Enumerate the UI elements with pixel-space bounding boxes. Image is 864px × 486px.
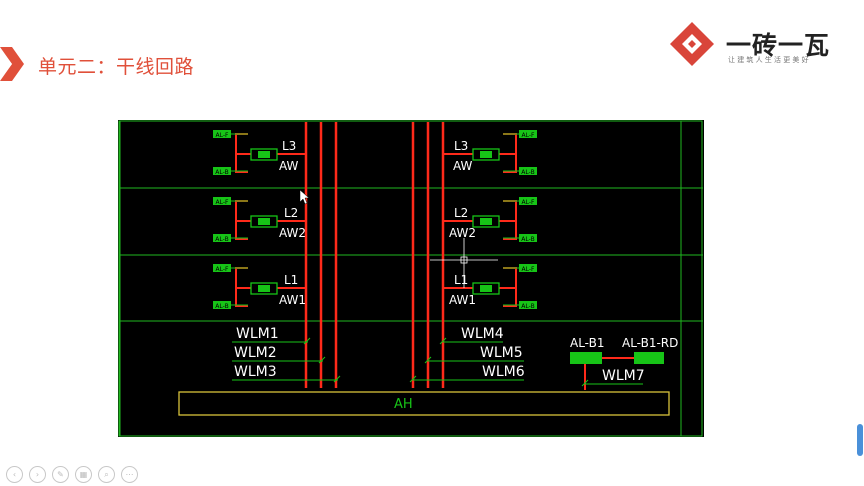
distribution-box-label: AL-F bbox=[522, 199, 536, 206]
brand-logo-text: 一砖一瓦 bbox=[726, 31, 831, 60]
distribution-box-label: AL-B bbox=[521, 303, 534, 310]
board-AL-B1-RD bbox=[634, 352, 664, 364]
cad-drawing: AL-F AL-B L3 AW AL-F AL-B L2 AW2 AL-F AL… bbox=[118, 120, 704, 437]
right-branch-floor2: AL-F AL-B L2 AW2 bbox=[443, 197, 537, 243]
distribution-box-label: AL-F bbox=[216, 199, 230, 206]
right-branch-floor3: AL-F AL-B L3 AW bbox=[443, 130, 537, 176]
distribution-box-label: AL-B bbox=[215, 303, 228, 310]
right-branch-floor1: AL-F AL-B L1 AW1 bbox=[443, 264, 537, 310]
feeder-label: WLM2 bbox=[234, 345, 277, 361]
feeder-labels-right: WLM4 WLM5 WLM6 bbox=[409, 326, 525, 383]
brand-slogan: 让建筑人生活更美好 bbox=[728, 56, 811, 64]
slide-overview-button[interactable]: ▦ bbox=[75, 466, 92, 483]
crosshair-cursor-icon bbox=[430, 238, 498, 288]
circuit-label: AW1 bbox=[279, 293, 306, 307]
feeder-label: WLM3 bbox=[234, 364, 277, 380]
feeder-label: WLM5 bbox=[480, 345, 523, 361]
circuit-label: AW2 bbox=[449, 226, 476, 240]
feeder-labels-left: WLM1 WLM2 WLM3 bbox=[232, 326, 341, 383]
left-branch-floor3: AL-F AL-B L3 AW bbox=[213, 130, 306, 176]
distribution-box-label: AL-F bbox=[522, 132, 536, 139]
switchgear-label: AH bbox=[394, 397, 413, 412]
feeder-label: WLM1 bbox=[236, 326, 279, 342]
phase-label: L3 bbox=[454, 139, 468, 153]
distribution-box-label: AL-F bbox=[216, 132, 230, 139]
board-label: AL-B1-RD bbox=[622, 336, 678, 350]
distribution-box-label: AL-F bbox=[522, 266, 536, 273]
feeder-label: WLM7 bbox=[602, 368, 645, 384]
distribution-box-label: AL-B bbox=[215, 169, 228, 176]
presentation-toolbar: ‹ › ✎ ▦ ⌕ ⋯ bbox=[6, 466, 138, 483]
feeder-label: WLM6 bbox=[482, 364, 525, 380]
board-label: AL-B1 bbox=[570, 336, 604, 350]
distribution-box-label: AL-B bbox=[521, 169, 534, 176]
phase-label: L1 bbox=[454, 273, 468, 287]
basement-boards: AL-B1 AL-B1-RD WLM7 bbox=[570, 336, 678, 390]
phase-label: L2 bbox=[454, 206, 468, 220]
more-options-button[interactable]: ⋯ bbox=[121, 466, 138, 483]
cad-frame bbox=[118, 120, 703, 437]
thermometer-icon bbox=[857, 424, 863, 456]
next-slide-button[interactable]: › bbox=[29, 466, 46, 483]
phase-label: L2 bbox=[284, 206, 298, 220]
accent-chevron-icon bbox=[0, 47, 24, 81]
distribution-box-label: AL-B bbox=[521, 236, 534, 243]
zoom-button[interactable]: ⌕ bbox=[98, 466, 115, 483]
circuit-label: AW1 bbox=[449, 293, 476, 307]
circuit-label: AW bbox=[279, 159, 299, 173]
distribution-box-label: AL-F bbox=[216, 266, 230, 273]
brand-logo-icon bbox=[670, 22, 714, 66]
circuit-label: AW bbox=[453, 159, 473, 173]
phase-label: L1 bbox=[284, 273, 298, 287]
left-branch-floor1: AL-F AL-B L1 AW1 bbox=[213, 264, 306, 310]
switchgear-ah bbox=[178, 391, 670, 416]
phase-label: L3 bbox=[282, 139, 296, 153]
distribution-box-label: AL-B bbox=[215, 236, 228, 243]
slide-title: 单元二：干线回路 bbox=[38, 56, 195, 78]
cad-background bbox=[118, 120, 704, 437]
feeder-label: WLM4 bbox=[461, 326, 504, 342]
board-AL-B1 bbox=[570, 352, 602, 364]
prev-slide-button[interactable]: ‹ bbox=[6, 466, 23, 483]
mouse-pointer-icon bbox=[299, 189, 310, 205]
circuit-label: AW2 bbox=[279, 226, 306, 240]
pen-tool-button[interactable]: ✎ bbox=[52, 466, 69, 483]
left-branch-floor2: AL-F AL-B L2 AW2 bbox=[213, 197, 306, 243]
